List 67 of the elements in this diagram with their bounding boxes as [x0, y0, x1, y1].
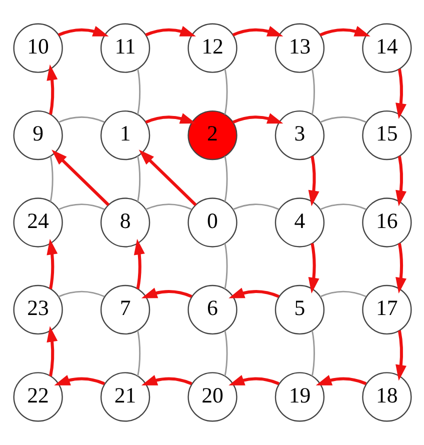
connector — [144, 204, 192, 210]
node-circle: 18 — [362, 372, 412, 422]
node-circle: 4 — [274, 198, 324, 248]
node-circle: 24 — [12, 198, 62, 248]
connector — [136, 68, 140, 115]
arrow — [54, 374, 104, 386]
arrow — [133, 238, 144, 290]
node-circle: 20 — [187, 372, 237, 422]
connector — [224, 156, 228, 202]
node-circle: 1 — [100, 110, 150, 160]
connector — [224, 330, 228, 376]
connector — [58, 116, 104, 123]
node-circle: 16 — [362, 198, 412, 248]
node-circle: 13 — [274, 23, 324, 73]
connector — [310, 68, 314, 115]
connector — [224, 243, 228, 290]
node-circle: 21 — [100, 372, 150, 422]
arrow — [228, 374, 279, 386]
node-circle: 6 — [187, 284, 237, 335]
node-circle: 5 — [274, 284, 324, 335]
connector — [224, 68, 228, 115]
connector — [136, 330, 140, 376]
node-circle: 17 — [362, 284, 412, 335]
node-circle: 14 — [362, 23, 412, 73]
node-circle: 10 — [12, 23, 62, 73]
node-circle: 0 — [187, 198, 237, 248]
arrow — [228, 288, 279, 298]
arrow — [395, 330, 406, 381]
arrow — [138, 150, 196, 206]
node-circle: 23 — [12, 284, 62, 335]
arrow — [395, 156, 406, 206]
node-circle: 15 — [362, 110, 412, 160]
arrow — [51, 150, 110, 206]
node-circle: 22 — [12, 372, 62, 422]
node-circle: 8 — [100, 198, 150, 248]
arrow — [140, 374, 192, 386]
connector — [319, 290, 366, 298]
arrow — [232, 113, 283, 124]
node-circle: 12 — [187, 23, 237, 73]
arrow — [46, 326, 58, 376]
arrow — [232, 26, 283, 36]
arrow — [308, 156, 319, 206]
connector — [49, 156, 53, 202]
connector — [58, 290, 104, 298]
node-circle: 2 — [187, 110, 237, 160]
node-circle: 3 — [274, 110, 324, 160]
arrow — [144, 113, 196, 124]
connector — [310, 330, 314, 376]
node-circle: 19 — [274, 372, 324, 422]
arrow — [46, 238, 58, 290]
arrow — [46, 64, 58, 115]
arrow — [144, 26, 196, 36]
node-circle: 11 — [100, 23, 150, 73]
connector — [319, 116, 366, 123]
arrow — [395, 243, 406, 294]
arrow — [315, 374, 366, 386]
connector — [58, 204, 104, 210]
arrow — [395, 68, 406, 120]
connector — [319, 204, 366, 210]
arrow — [319, 26, 370, 36]
node-circle: 7 — [100, 284, 150, 335]
connector — [232, 204, 279, 210]
arrow — [57, 26, 108, 36]
arrow — [140, 288, 192, 298]
arrow — [308, 243, 319, 294]
connector — [136, 156, 140, 202]
node-circle: 9 — [12, 110, 62, 160]
